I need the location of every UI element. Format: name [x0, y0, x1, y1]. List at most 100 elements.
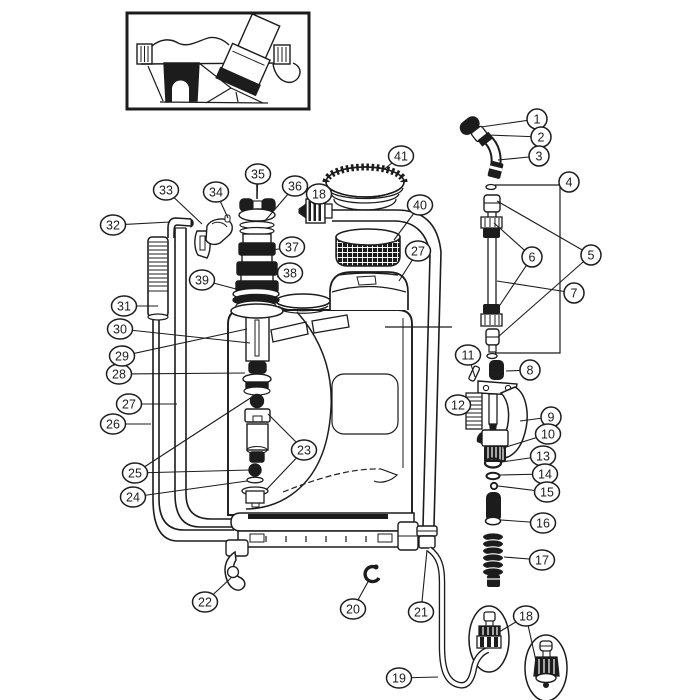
strap-slot — [311, 314, 350, 334]
valve-gasket — [246, 476, 264, 484]
callout-circle-27 — [115, 393, 143, 415]
callout-circle-6 — [521, 246, 543, 268]
pump-lever-rod — [158, 320, 234, 531]
callout-circle-7 — [563, 282, 585, 304]
rod-clamp — [194, 214, 233, 259]
callout-number-3: 3 — [536, 150, 543, 164]
wand-nut-lower — [480, 313, 503, 327]
callout-circle-11 — [454, 344, 482, 366]
inner-pump-cylinder — [241, 315, 272, 508]
callout-number-4: 4 — [566, 176, 573, 190]
callout-number-28: 28 — [112, 368, 126, 382]
callout-number-36: 36 — [288, 180, 302, 194]
nozzle-parts — [533, 640, 560, 688]
o-ring — [486, 352, 498, 360]
callout-number-33: 33 — [159, 184, 173, 198]
callout-number-2: 2 — [538, 131, 545, 145]
callout-circle-18 — [512, 605, 540, 627]
callout-circle-40 — [406, 194, 434, 216]
callout-number-40: 40 — [413, 199, 427, 213]
callout-circle-32 — [99, 214, 127, 236]
spray-wand-assembly — [459, 116, 504, 360]
valve-cap — [489, 360, 504, 380]
callout-number-34: 34 — [209, 186, 223, 200]
callout-number-16: 16 — [536, 517, 550, 531]
retainer-clip — [363, 564, 381, 584]
callout-circle-35 — [244, 163, 272, 185]
pump-handle-assembly — [147, 214, 242, 542]
callout-circle-30 — [106, 318, 134, 340]
callout-circle-12 — [444, 394, 472, 416]
callout-circle-24 — [119, 486, 147, 508]
tank-panel — [331, 373, 399, 435]
callout-number-14: 14 — [538, 468, 552, 482]
callout-circle-17 — [528, 549, 556, 571]
callout-number-18: 18 — [519, 610, 533, 624]
pump-rod-bend — [167, 217, 192, 238]
callout-circle-8 — [519, 359, 541, 381]
callout-number-24: 24 — [126, 491, 140, 505]
callout-number-32: 32 — [106, 219, 120, 233]
callout-leader-28 — [118, 372, 246, 375]
callout-circle-38 — [276, 262, 304, 284]
callout-number-23: 23 — [297, 444, 311, 458]
tube-end-fitting — [416, 525, 438, 549]
callout-circle-5 — [580, 244, 602, 266]
trigger-valve-assembly — [465, 360, 528, 587]
callout-number-15: 15 — [540, 486, 554, 500]
pump-neck — [230, 303, 284, 319]
valve-body — [481, 429, 509, 447]
o-ring — [485, 471, 501, 481]
callout-number-31: 31 — [117, 300, 131, 314]
callout-bracket — [495, 184, 561, 354]
callout-leader-30 — [119, 328, 251, 344]
callout-circle-31 — [110, 295, 138, 317]
callout-circle-41 — [387, 145, 415, 167]
callout-number-22: 22 — [198, 596, 212, 610]
callout-number-19: 19 — [392, 672, 406, 686]
callout-number-27: 27 — [122, 398, 136, 412]
tank-hump — [329, 271, 409, 310]
hose-barb-fitting — [298, 198, 333, 224]
callout-number-11: 11 — [462, 349, 475, 363]
callout-number-7: 7 — [571, 287, 578, 301]
tank-body — [227, 271, 413, 516]
callout-circle-34 — [202, 181, 230, 203]
callout-number-27: 27 — [411, 245, 425, 259]
callout-circle-10 — [534, 423, 562, 445]
callout-number-35: 35 — [251, 168, 265, 182]
callout-number-1: 1 — [534, 113, 541, 127]
callout-number-39: 39 — [195, 274, 209, 288]
base-plate — [224, 512, 419, 591]
cutaway-curve — [245, 311, 332, 510]
inset-pump-cylinder — [215, 13, 281, 97]
o-ring — [483, 457, 503, 469]
callout-circle-18 — [305, 183, 333, 205]
callout-leader-5 — [497, 254, 592, 338]
frame-tube-inner — [185, 228, 242, 520]
hose-coupling-parts — [476, 611, 502, 649]
callout-number-26: 26 — [106, 418, 120, 432]
foam-grip — [147, 236, 169, 318]
callout-number-18: 18 — [312, 188, 326, 202]
callout-number-8: 8 — [527, 364, 534, 378]
pump-cylinder-assembly — [230, 183, 284, 319]
callout-circle-20 — [339, 598, 367, 620]
callout-circle-29 — [108, 345, 136, 367]
callout-circle-25 — [121, 462, 149, 484]
callout-number-13: 13 — [536, 450, 550, 464]
callout-circle-21 — [407, 601, 435, 623]
callout-number-25: 25 — [128, 467, 142, 481]
hose — [426, 546, 490, 689]
callout-circle-16 — [529, 512, 557, 534]
callout-number-6: 6 — [529, 251, 536, 265]
callout-circle-36 — [281, 175, 309, 197]
callout-number-9: 9 — [548, 411, 555, 425]
callout-circle-33 — [152, 179, 180, 201]
callout-number-30: 30 — [113, 323, 127, 337]
callout-circle-23 — [290, 439, 318, 461]
inset-detail-box — [125, 11, 311, 111]
